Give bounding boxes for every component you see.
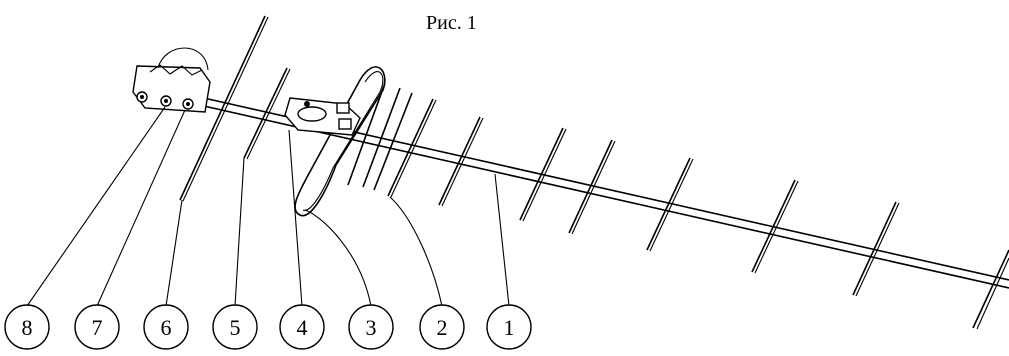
callout-label-3: 3: [366, 315, 377, 340]
callout-circle-4: [279, 304, 325, 350]
callout-label-6: 6: [161, 315, 172, 340]
callout-label-8: 8: [22, 315, 33, 340]
antenna-elements: [179, 15, 1009, 330]
figure-caption: Рис. 1: [426, 12, 477, 34]
folded-dipole-loop: [294, 66, 386, 217]
callout-label-2: 2: [437, 315, 448, 340]
mast-clamp: [132, 47, 211, 113]
callout-circle-2: [419, 304, 465, 350]
feed-box: [284, 97, 361, 136]
callouts: 8 7 6 5 4 3 2 1: [4, 304, 532, 350]
callout-circle-1: [486, 304, 532, 350]
callout-circle-7: [74, 304, 120, 350]
callout-label-4: 4: [297, 315, 308, 340]
callout-label-7: 7: [92, 315, 103, 340]
callout-circle-8: [4, 304, 50, 350]
callout-circle-5: [212, 304, 258, 350]
callout-label-1: 1: [504, 315, 515, 340]
callout-circle-3: [348, 304, 394, 350]
leader-lines: [26, 106, 510, 307]
callout-circle-6: [143, 304, 189, 350]
callout-label-5: 5: [230, 315, 241, 340]
